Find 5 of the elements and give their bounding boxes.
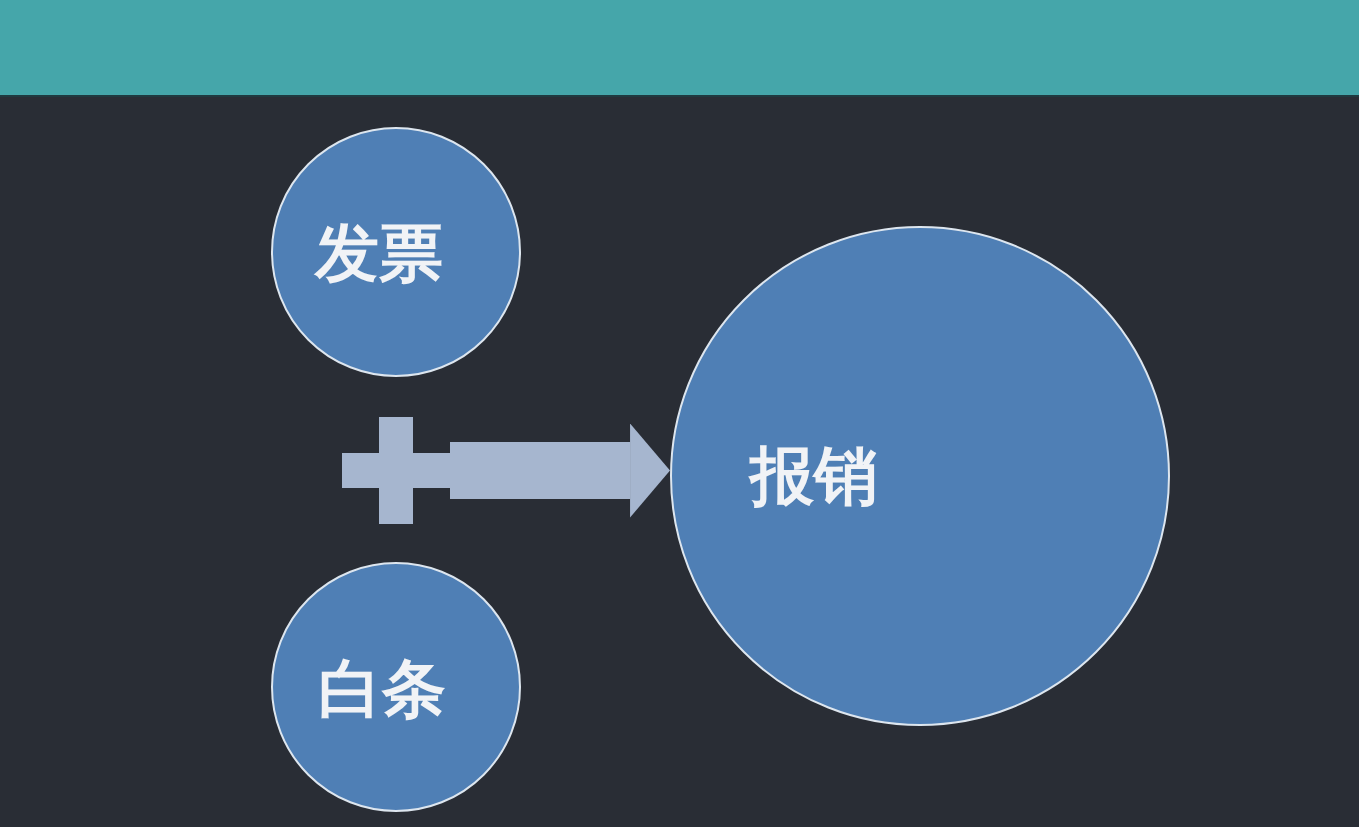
node-label: 发票 — [315, 221, 443, 285]
plus-sign — [342, 417, 450, 524]
node-label: 报销 — [750, 444, 878, 508]
block-arrow — [450, 423, 671, 518]
node-label: 白条 — [318, 657, 446, 721]
